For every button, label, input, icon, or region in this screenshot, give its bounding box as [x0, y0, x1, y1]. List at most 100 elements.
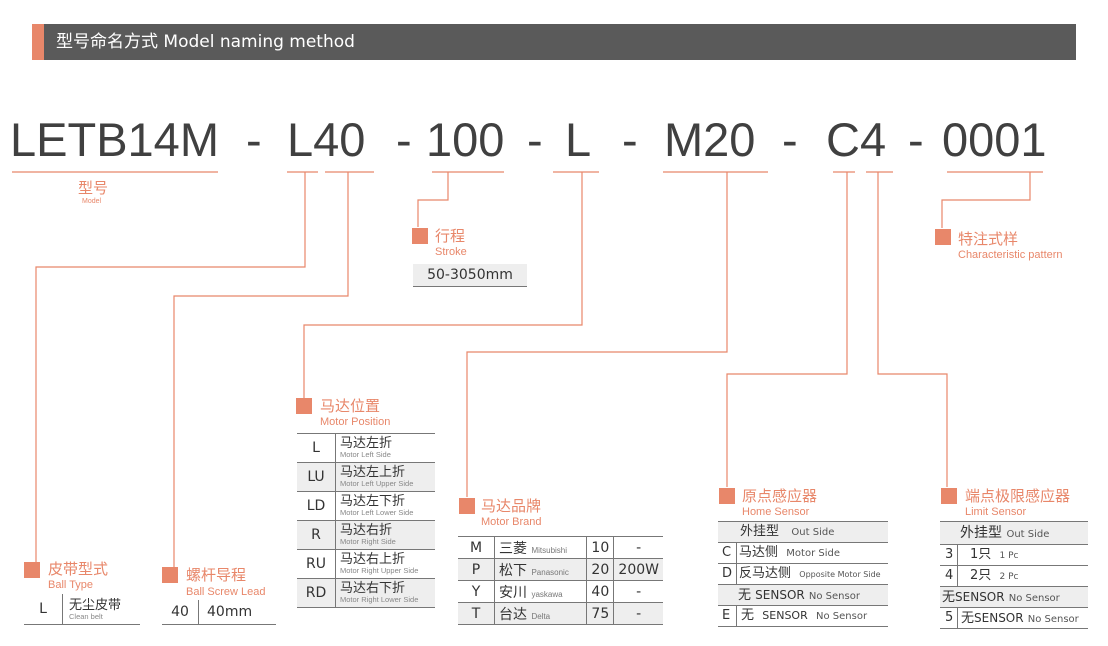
motor-brand-cn: 三菱 — [499, 540, 527, 557]
code-dash: - — [246, 113, 262, 166]
motor-brand-name: 安川 yaskawa — [493, 580, 587, 603]
stroke-marker — [412, 228, 428, 244]
code-dash: - — [396, 113, 412, 166]
home-sensor-cn: 马达侧 — [739, 545, 779, 560]
motor-position-label: 马达位置 — [320, 397, 381, 415]
limit-sensor-cn: 1只 — [970, 547, 992, 562]
motor-brand-num: 75 — [586, 602, 614, 625]
stroke-label-en: Stroke — [435, 246, 467, 258]
code-belt-lead: L40 — [287, 113, 366, 166]
home-sensor-label-en: Home Sensor — [742, 506, 810, 518]
code-motor-brand: M20 — [664, 113, 756, 166]
pattern-label: 特注式样 — [958, 230, 1019, 248]
screw-lead-table: 40 40mm — [162, 600, 276, 625]
code-pattern: 0001 — [942, 113, 1047, 166]
stroke-value: 50-3050mm — [413, 264, 527, 287]
motor-position-code: L — [297, 433, 336, 463]
motor-brand-en: Delta — [531, 611, 551, 621]
motor-brand-power: 200W — [613, 558, 663, 581]
motor-brand-power: - — [613, 580, 663, 603]
leader-brand — [466, 172, 728, 497]
motor-brand-name: 台达 Delta — [493, 602, 587, 625]
home-sensor-outside: 外挂型 Out Side — [718, 521, 888, 543]
home-sensor-code: C — [718, 543, 737, 563]
limit-sensor-label-en: Limit Sensor — [965, 506, 1027, 518]
motor-position-code: R — [297, 520, 336, 550]
motor-brand-name: 松下 Panasonic — [493, 558, 587, 581]
home-sensor-cn: 反马达侧 — [739, 566, 792, 581]
code-stroke: 100 — [426, 113, 505, 166]
model-label: 型号 — [78, 179, 109, 197]
motor-brand-cn: 台达 — [499, 606, 527, 623]
motor-position-marker — [296, 398, 312, 414]
code-dash: - — [527, 113, 543, 166]
motor-brand-en: Panasonic — [531, 567, 569, 577]
motor-brand-num: 10 — [586, 536, 614, 559]
motor-position-en: Motor Left Upper Side — [340, 479, 414, 488]
motor-brand-cn: 松下 — [499, 562, 527, 579]
motor-position-en: Motor Right Upper Side — [340, 566, 419, 575]
leader-stroke — [417, 172, 449, 227]
motor-brand-marker — [459, 498, 475, 514]
home-sensor-label: 原点感应器 — [742, 487, 818, 505]
screw-lead-code: 40 — [162, 600, 199, 624]
motor-position-cn: 马达左下折 — [340, 494, 406, 509]
section-header: 型号命名方式 Model naming method — [32, 24, 1076, 60]
motor-position-code: RD — [297, 578, 336, 608]
motor-brand-en: yaskawa — [531, 589, 563, 599]
motor-brand-code: T — [458, 602, 495, 625]
code-sensor: C4 — [826, 113, 887, 166]
limit-sensor-label: 端点极限感应器 — [965, 487, 1071, 505]
motor-position-en: Motor Right Side — [340, 537, 396, 546]
leader-pattern — [941, 172, 1031, 228]
motor-brand-name: 三菱 Mitsubishi — [493, 536, 587, 559]
motor-position-cn: 马达右上折 — [340, 552, 406, 567]
motor-position-en: Motor Left Side — [340, 450, 391, 459]
belt-type-code: L — [24, 594, 63, 624]
limit-sensor-marker — [941, 488, 957, 504]
leader-limit — [877, 172, 948, 487]
code-dash: - — [908, 113, 924, 166]
belt-type-en: Clean belt — [69, 612, 103, 621]
motor-position-code: LU — [297, 462, 336, 492]
belt-type-cn: 无尘皮带 — [69, 598, 122, 613]
motor-position-en: Motor Left Lower Side — [340, 508, 414, 517]
motor-brand-cn: 安川 — [499, 584, 527, 601]
motor-brand-label: 马达品牌 — [481, 497, 542, 515]
home-sensor-code: D — [718, 564, 737, 584]
motor-position-cn: 马达左折 — [340, 436, 393, 451]
leader-position — [303, 172, 583, 398]
motor-position-cn: 马达右下折 — [340, 581, 406, 596]
motor-brand-code: Y — [458, 580, 495, 603]
motor-brand-code: M — [458, 536, 495, 559]
motor-brand-code: P — [458, 558, 495, 581]
code-model: LETB14M — [10, 113, 219, 166]
screw-lead-label: 螺杆导程 — [186, 566, 247, 584]
motor-position-code: LD — [297, 491, 336, 521]
motor-position-cn: 马达左上折 — [340, 465, 406, 480]
motor-brand-en: Mitsubishi — [531, 545, 568, 555]
screw-lead-marker — [162, 567, 178, 583]
belt-type-label: 皮带型式 — [48, 560, 109, 578]
motor-brand-num: 40 — [586, 580, 614, 603]
limit-sensor-en: 1 Pc — [999, 551, 1019, 561]
home-sensor-en: Motor Side — [786, 548, 840, 559]
home-sensor-en: Opposite Motor Side — [799, 570, 881, 579]
limit-sensor-outside: 外挂型 Out Side — [940, 521, 1088, 545]
